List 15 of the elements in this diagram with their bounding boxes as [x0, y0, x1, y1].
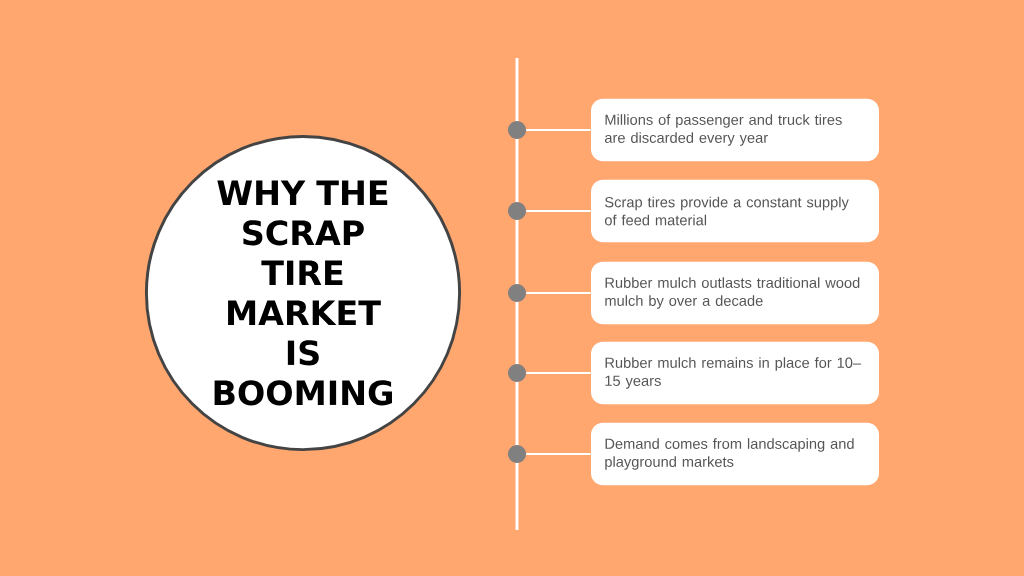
connector-line — [526, 452, 591, 456]
timeline-dot — [508, 121, 526, 139]
timeline-dot — [508, 445, 526, 463]
timeline-dot — [508, 202, 526, 220]
connector-line — [526, 128, 591, 132]
text-box: Scrap tires provide a constant supply of feed material — [591, 179, 879, 243]
connector-line — [526, 291, 591, 295]
text-box: Rubber mulch remains in place for 10–15 years — [591, 341, 879, 405]
text-box: Demand comes from landscaping and playground markets — [591, 422, 879, 486]
timeline-dot — [508, 364, 526, 382]
connector-line — [526, 209, 591, 213]
timeline-dot — [508, 284, 526, 302]
text-box: Millions of passenger and truck tires are discarded every year — [591, 98, 879, 162]
connector-line — [526, 371, 591, 375]
text-box: Rubber mulch outlasts traditional wood mulch by over a decade — [591, 261, 879, 325]
